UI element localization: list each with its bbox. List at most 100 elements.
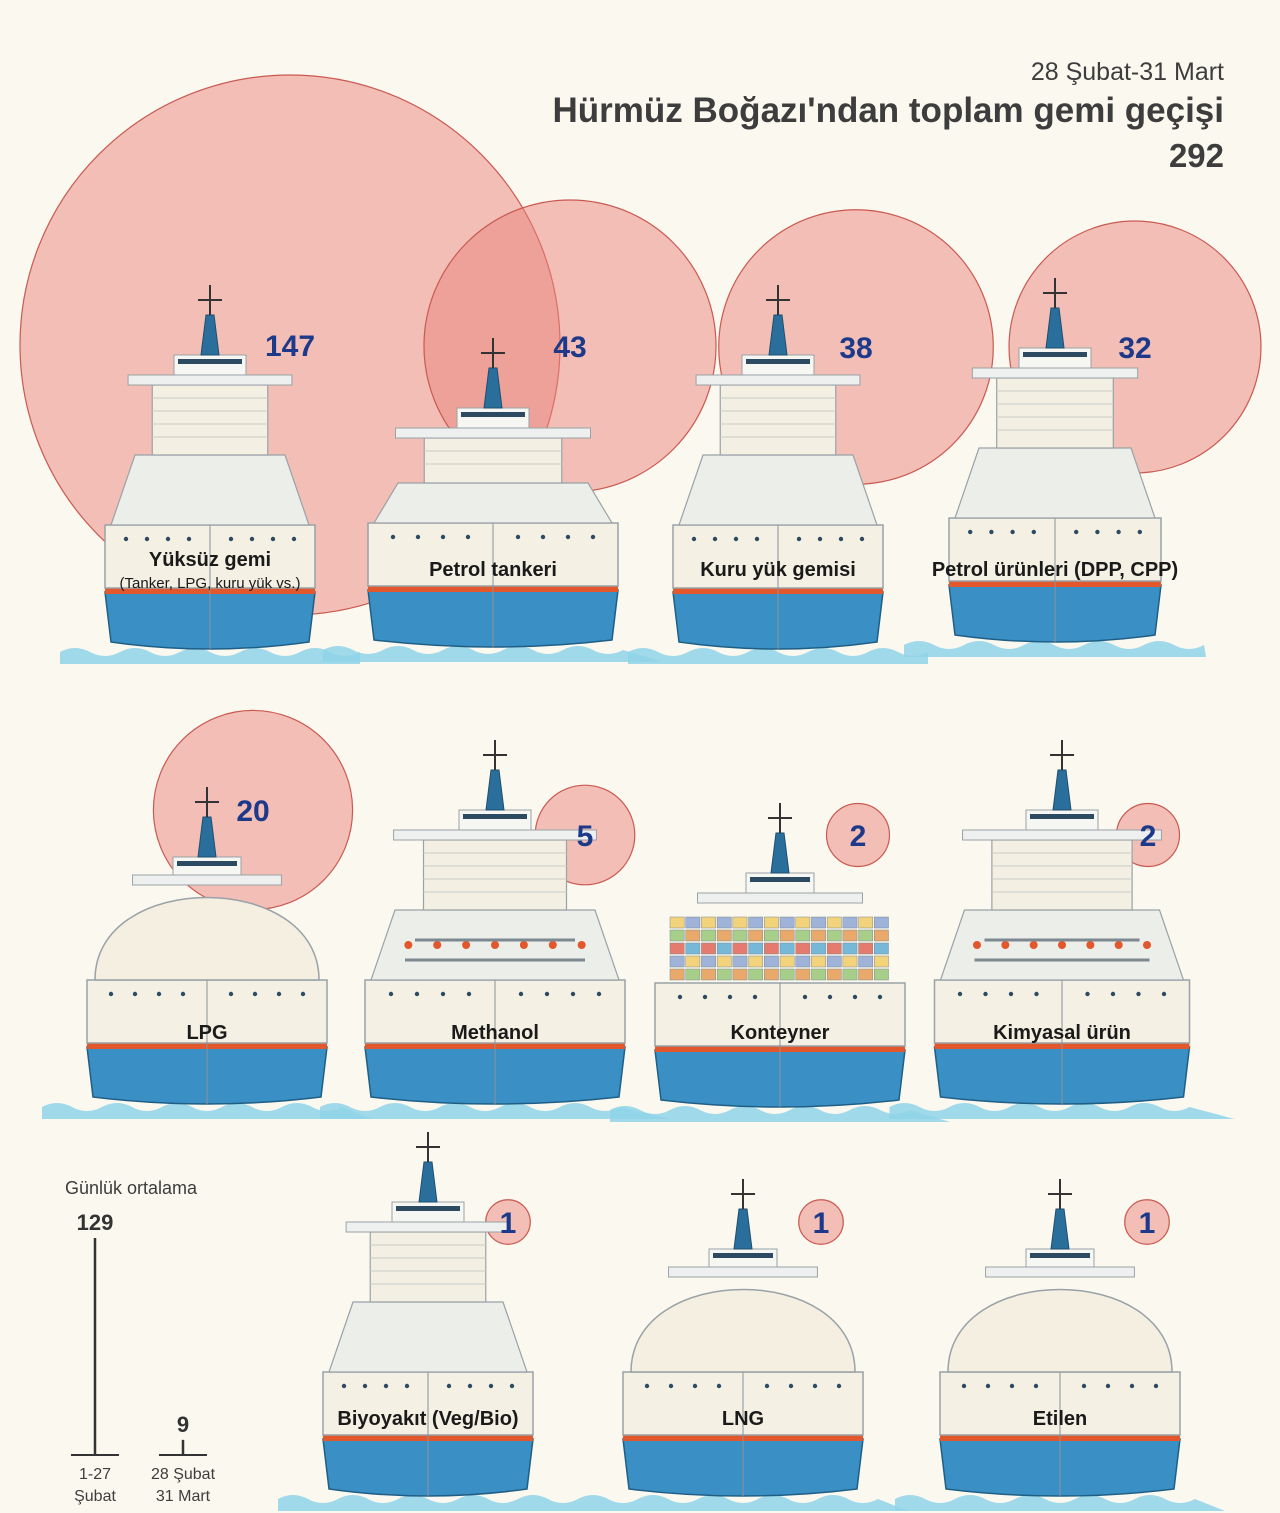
- ship-mast: [483, 367, 503, 409]
- ship-mast: [200, 314, 220, 356]
- ship-container-box: [732, 968, 748, 981]
- ship-porthole: [1153, 1383, 1159, 1389]
- water-waves: [323, 646, 663, 662]
- ship-porthole: [544, 991, 550, 997]
- ship-porthole: [859, 536, 865, 542]
- ship-porthole: [1137, 529, 1143, 535]
- ship-accommodation: [151, 384, 269, 456]
- ship-porthole: [1008, 991, 1014, 997]
- ship-container-box: [685, 968, 701, 981]
- ship-layer: [42, 278, 1235, 1511]
- ship-porthole: [827, 994, 833, 1000]
- ship-container-box: [764, 968, 779, 981]
- ship-container-box: [858, 955, 874, 968]
- ship-porthole: [702, 994, 708, 1000]
- ship-container-box: [669, 955, 685, 968]
- water-waves: [42, 1103, 372, 1119]
- ship-porthole: [123, 536, 129, 542]
- ship-mast: [418, 1161, 438, 1203]
- ship-container-box: [669, 929, 685, 942]
- ship-deck-valve: [462, 941, 471, 949]
- water-waves: [889, 1103, 1235, 1119]
- ship-porthole: [276, 991, 282, 997]
- ship-container-box: [795, 955, 811, 968]
- ship-bridge: [458, 809, 532, 831]
- ship-illustration: [578, 1179, 908, 1511]
- value-label: 147: [265, 330, 315, 363]
- ship-deck-valve: [973, 941, 981, 949]
- ship-bridge-wing: [393, 829, 597, 841]
- ship-porthole: [802, 994, 808, 1000]
- ship-porthole: [404, 1383, 410, 1389]
- ship-container-box: [811, 916, 826, 929]
- ship-mast: [197, 816, 217, 858]
- category-label: Petrol ürünleri (DPP, CPP): [932, 559, 1178, 581]
- ship-porthole: [180, 991, 186, 997]
- ship-porthole: [796, 536, 802, 542]
- daily-average-category: 1-27: [79, 1466, 111, 1483]
- daily-average-category: 31 Mart: [156, 1488, 211, 1505]
- ship-bridge-wing: [668, 1266, 818, 1278]
- ship-container-box: [874, 916, 889, 929]
- ship-porthole: [540, 534, 546, 540]
- chart-header: 28 Şubat-31 Mart Hürmüz Boğazı'ndan topl…: [553, 56, 1224, 178]
- ship-porthole: [249, 536, 255, 542]
- ship-porthole: [228, 991, 234, 997]
- ship-foredeck: [328, 1301, 528, 1373]
- ship-mast: [733, 1208, 753, 1250]
- water-waves: [578, 1495, 908, 1511]
- ship-porthole: [1105, 1383, 1111, 1389]
- ship-container-box: [669, 916, 685, 929]
- ship-container-box: [685, 929, 701, 942]
- ship-container-box: [842, 916, 858, 929]
- category-label: Biyoyakıt (Veg/Bio): [337, 1408, 518, 1430]
- water-waves: [628, 648, 928, 664]
- ship-deck-valve: [1029, 941, 1038, 949]
- ship-illustration: [895, 1179, 1225, 1511]
- ship-porthole: [985, 1383, 991, 1389]
- ship-bridge-wing: [395, 427, 591, 439]
- water-waves: [610, 1106, 950, 1122]
- category-label: Etilen: [1033, 1408, 1087, 1430]
- ship-container-box: [842, 955, 858, 968]
- ship-porthole: [440, 991, 446, 997]
- ship-container-box: [701, 916, 716, 929]
- ship-bridge-windows: [746, 359, 810, 364]
- daily-average-title: Günlük ortalama: [65, 1178, 198, 1198]
- ship-deck-valve: [1114, 941, 1123, 949]
- ship-container-box: [685, 916, 701, 929]
- value-label: 38: [839, 332, 872, 365]
- ship-porthole: [415, 534, 421, 540]
- ship-porthole: [1009, 1383, 1015, 1389]
- ship-container-box: [779, 968, 795, 981]
- ship-container-box: [779, 955, 795, 968]
- value-bubble: [825, 802, 891, 868]
- value-label: 32: [1118, 332, 1151, 365]
- ship-container-box: [811, 942, 826, 955]
- ship-illustration: [889, 740, 1235, 1119]
- ship-bridge-wing: [985, 1266, 1135, 1278]
- ship-mast: [485, 769, 505, 811]
- ship-container-box: [748, 916, 764, 929]
- ship-container-box: [811, 929, 826, 942]
- ship-deck-valve: [577, 941, 586, 949]
- chart-title: Hürmüz Boğazı'ndan toplam gemi geçişi: [552, 91, 1224, 130]
- ship-porthole: [465, 534, 471, 540]
- category-label: LNG: [722, 1408, 764, 1430]
- daily-average-value: 129: [77, 1210, 114, 1235]
- value-bubble: [798, 1199, 844, 1245]
- ship-container-box: [811, 955, 826, 968]
- ship-container-box: [779, 916, 795, 929]
- ship-accommodation: [719, 384, 837, 456]
- ship-porthole: [1010, 529, 1015, 535]
- ship-bridge-windows: [177, 861, 237, 866]
- ship-porthole: [414, 991, 420, 997]
- ship-porthole: [836, 1383, 842, 1389]
- ship-porthole: [1081, 1383, 1087, 1389]
- ship-bridge-wing: [345, 1221, 511, 1233]
- ship-container-box: [732, 955, 748, 968]
- ship-bridge: [745, 872, 815, 894]
- ship-porthole: [1074, 529, 1079, 535]
